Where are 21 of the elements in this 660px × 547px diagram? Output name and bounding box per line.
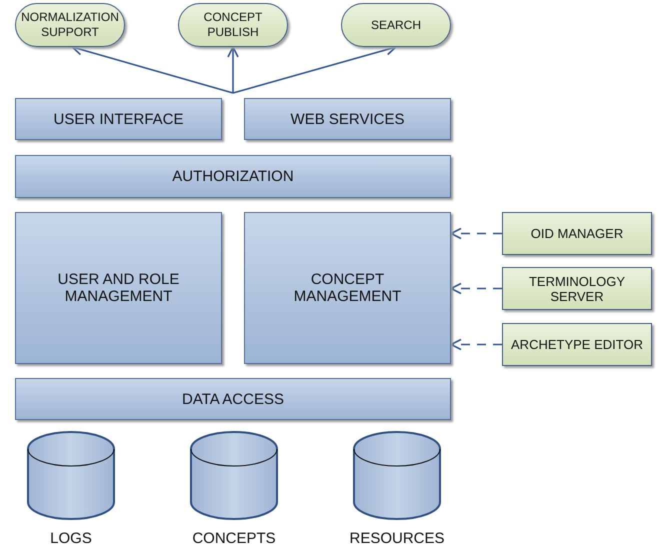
database-label: CONCEPTS	[191, 530, 277, 547]
process-box: TERMINOLOGY SERVER	[502, 267, 652, 310]
arrow	[71, 44, 234, 94]
database-label: LOGS	[49, 530, 93, 547]
process-box: OID MANAGER	[502, 212, 652, 255]
database-label: RESOURCES	[348, 530, 446, 547]
rounded-box: SEARCH	[341, 3, 451, 47]
layer-box: WEB SERVICES	[244, 98, 451, 140]
rounded-box: NORMALIZATION SUPPORT	[15, 3, 125, 47]
dashed-arrow	[450, 228, 502, 240]
dashed-arrow	[450, 282, 502, 294]
dashed-arrow	[450, 338, 502, 350]
layer-box: AUTHORIZATION	[15, 155, 451, 198]
rounded-box: CONCEPT PUBLISH	[178, 3, 288, 47]
arrow	[232, 44, 397, 94]
arrow	[227, 46, 239, 93]
process-box: ARCHETYPE EDITOR	[502, 323, 652, 366]
layer-box: CONCEPT MANAGEMENT	[244, 212, 451, 364]
layer-box: DATA ACCESS	[15, 378, 451, 420]
layer-box: USER INTERFACE	[15, 98, 222, 140]
layer-box: USER AND ROLE MANAGEMENT	[15, 212, 222, 364]
